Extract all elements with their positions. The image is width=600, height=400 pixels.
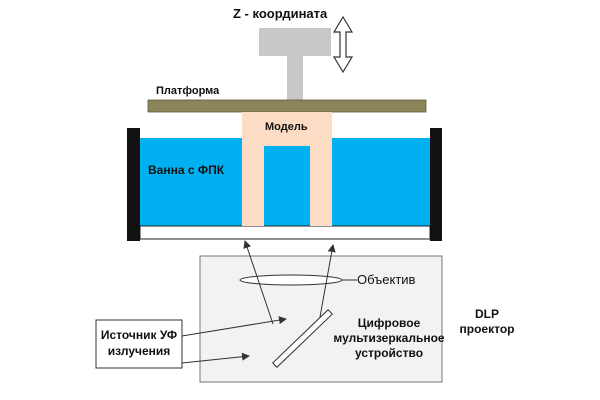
- dlp-label-line1: DLP: [475, 307, 499, 321]
- dmd-label-line1: Цифровое: [357, 316, 421, 330]
- z-actuator-rod: [287, 56, 303, 101]
- platform-label: Платформа: [156, 85, 220, 97]
- z-actuator-head: [259, 28, 331, 56]
- double-vertical-arrow-icon: [332, 15, 354, 74]
- uv-source-label-line1: Источник УФ: [100, 328, 178, 342]
- uv-source-box: [95, 319, 183, 369]
- dlp-projector-label: DLP проектор: [452, 307, 522, 337]
- uv-source-label: Источник УФ излучения: [96, 327, 182, 359]
- vat-right-wall: [430, 128, 442, 241]
- vat-resin: [140, 138, 430, 226]
- dmd-label-line2: мультизеркальное: [333, 331, 445, 345]
- dlp-label-line2: проектор: [459, 322, 515, 336]
- dmd-label: Цифровое мультизеркальное устройство: [328, 316, 450, 361]
- dmd-mirror: [272, 309, 333, 368]
- printed-model: [242, 112, 332, 226]
- build-platform: [147, 99, 427, 113]
- vat-left-wall: [127, 128, 140, 241]
- vat-label: Ванна с ФПК: [148, 163, 225, 177]
- lens-label: Объектив: [357, 272, 416, 287]
- z-axis-label: Z - координата: [233, 6, 328, 21]
- uv-source-label-line2: излучения: [107, 344, 171, 358]
- dmd-label-line3: устройство: [354, 346, 424, 360]
- model-label: Модель: [265, 121, 308, 133]
- light-rays: [181, 240, 336, 364]
- vat-bottom-window: [139, 225, 431, 240]
